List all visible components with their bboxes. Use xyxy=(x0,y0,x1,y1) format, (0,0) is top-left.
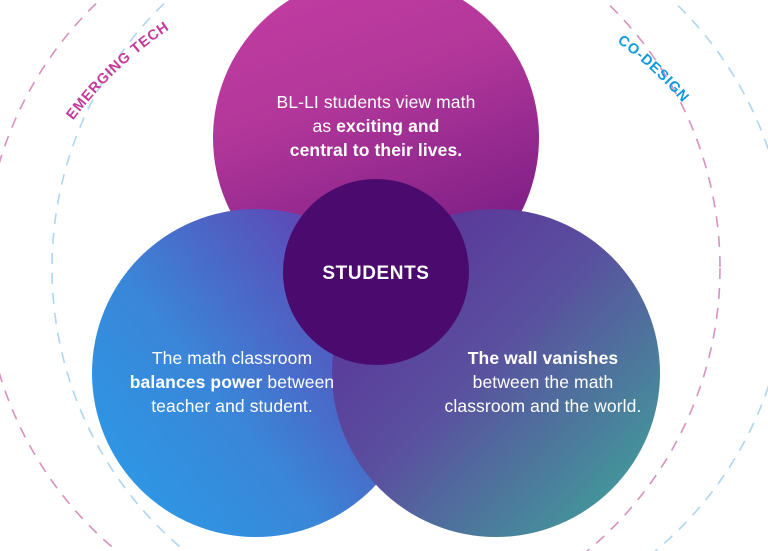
top-text-line-3-bold: central to their lives. xyxy=(290,140,463,160)
top-text-line-1: BL-LI students view math xyxy=(277,92,476,112)
center-label: STUDENTS xyxy=(322,263,429,284)
top-text-line-2-normal: as xyxy=(313,116,337,136)
right-text-line-3: classroom and the world. xyxy=(445,396,642,416)
venn-circles xyxy=(92,0,660,537)
left-text-line-2-normal: between xyxy=(262,372,334,392)
top-text-line-3: central to their lives. xyxy=(290,140,463,160)
left-text-line-2-bold: balances power xyxy=(130,372,263,392)
top-text-line-2: as exciting and xyxy=(313,116,440,136)
ring-label-co-design: CO-DESIGN xyxy=(614,32,692,106)
ring-label-emerging-tech: EMERGING TECH xyxy=(64,19,173,123)
right-text-line-1: The wall vanishes xyxy=(468,348,619,368)
left-text-line-2: balances power between xyxy=(130,372,335,392)
right-text-line-2: between the math xyxy=(473,372,614,392)
top-text-line-2-bold: exciting and xyxy=(336,116,439,136)
venn-text-left: The math classroom balances power betwee… xyxy=(130,348,335,416)
venn-text-right: The wall vanishes between the math class… xyxy=(445,348,642,416)
left-text-line-3: teacher and student. xyxy=(151,396,313,416)
ring-label-co-design-text: CO-DESIGN xyxy=(614,32,692,106)
ring-label-emerging-tech-text: EMERGING TECH xyxy=(64,19,173,123)
left-text-line-1: The math classroom xyxy=(152,348,312,368)
venn-text-top: BL-LI students view math as exciting and… xyxy=(277,92,476,160)
ring-emerging-tech xyxy=(0,0,721,551)
venn-circle-center[interactable] xyxy=(283,179,469,365)
right-text-line-1-bold: The wall vanishes xyxy=(468,348,619,368)
